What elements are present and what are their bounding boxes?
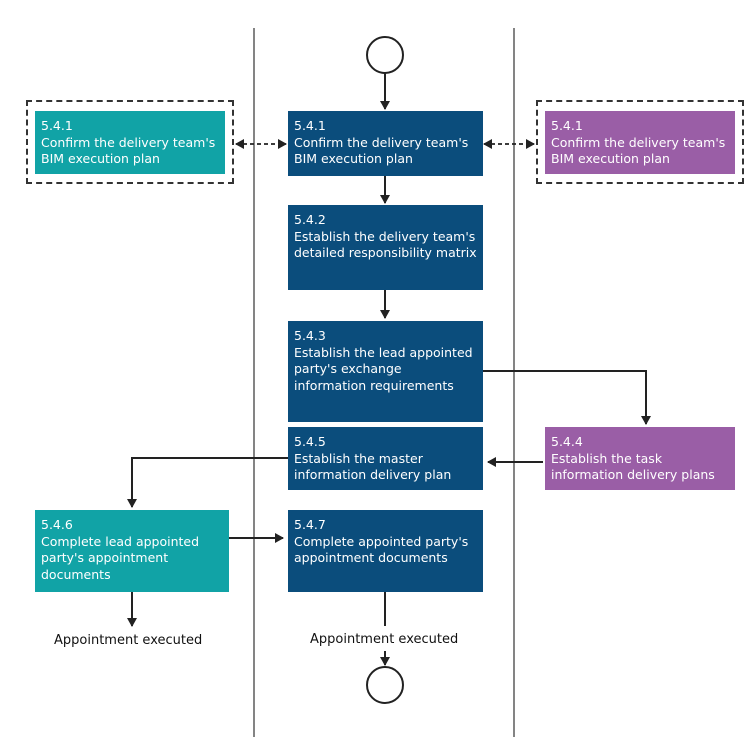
box-number: 5.4.1 bbox=[294, 118, 326, 133]
box-541-center: 5.4.1 Confirm the delivery team's BIM ex… bbox=[288, 111, 483, 176]
appointment-executed-left: Appointment executed bbox=[54, 633, 203, 648]
box-547: 5.4.7 Complete appointed party's appoint… bbox=[288, 510, 483, 592]
box-number: 5.4.5 bbox=[294, 434, 326, 449]
box-number: 5.4.1 bbox=[551, 118, 583, 133]
appointment-executed-center: Appointment executed bbox=[310, 632, 459, 647]
box-542: 5.4.2 Establish the delivery team's deta… bbox=[288, 205, 483, 290]
box-number: 5.4.4 bbox=[551, 434, 583, 449]
box-541-right: 5.4.1 Confirm the delivery team's BIM ex… bbox=[545, 111, 735, 174]
box-text: Confirm the delivery team's BIM executio… bbox=[41, 134, 216, 167]
box-number: 5.4.7 bbox=[294, 517, 326, 532]
box-545: 5.4.5 Establish the master information d… bbox=[288, 427, 483, 490]
box-text: Complete lead appointed party's appointm… bbox=[41, 533, 200, 582]
box-text: Establish the task information delivery … bbox=[551, 450, 715, 483]
box-text: Establish the delivery team's detailed r… bbox=[294, 228, 477, 261]
left-541-dashed-frame bbox=[26, 100, 234, 184]
box-text: Confirm the delivery team's BIM executio… bbox=[294, 134, 469, 167]
box-text: Complete appointed party's appointment d… bbox=[294, 533, 469, 566]
box-text: Establish the lead appointed party's exc… bbox=[294, 344, 473, 393]
box-number: 5.4.6 bbox=[41, 517, 73, 532]
box-541-left: 5.4.1 Confirm the delivery team's BIM ex… bbox=[35, 111, 225, 174]
start-node bbox=[366, 36, 404, 74]
box-546: 5.4.6 Complete lead appointed party's ap… bbox=[35, 510, 229, 592]
right-541-dashed-frame bbox=[536, 100, 744, 184]
box-544: 5.4.4 Establish the task information del… bbox=[545, 427, 735, 490]
box-number: 5.4.3 bbox=[294, 328, 326, 343]
box-text: Establish the master information deliver… bbox=[294, 450, 452, 483]
box-text: Confirm the delivery team's BIM executio… bbox=[551, 134, 726, 167]
box-543: 5.4.3 Establish the lead appointed party… bbox=[288, 321, 483, 422]
box-number: 5.4.2 bbox=[294, 212, 326, 227]
end-node bbox=[366, 666, 404, 704]
box-number: 5.4.1 bbox=[41, 118, 73, 133]
